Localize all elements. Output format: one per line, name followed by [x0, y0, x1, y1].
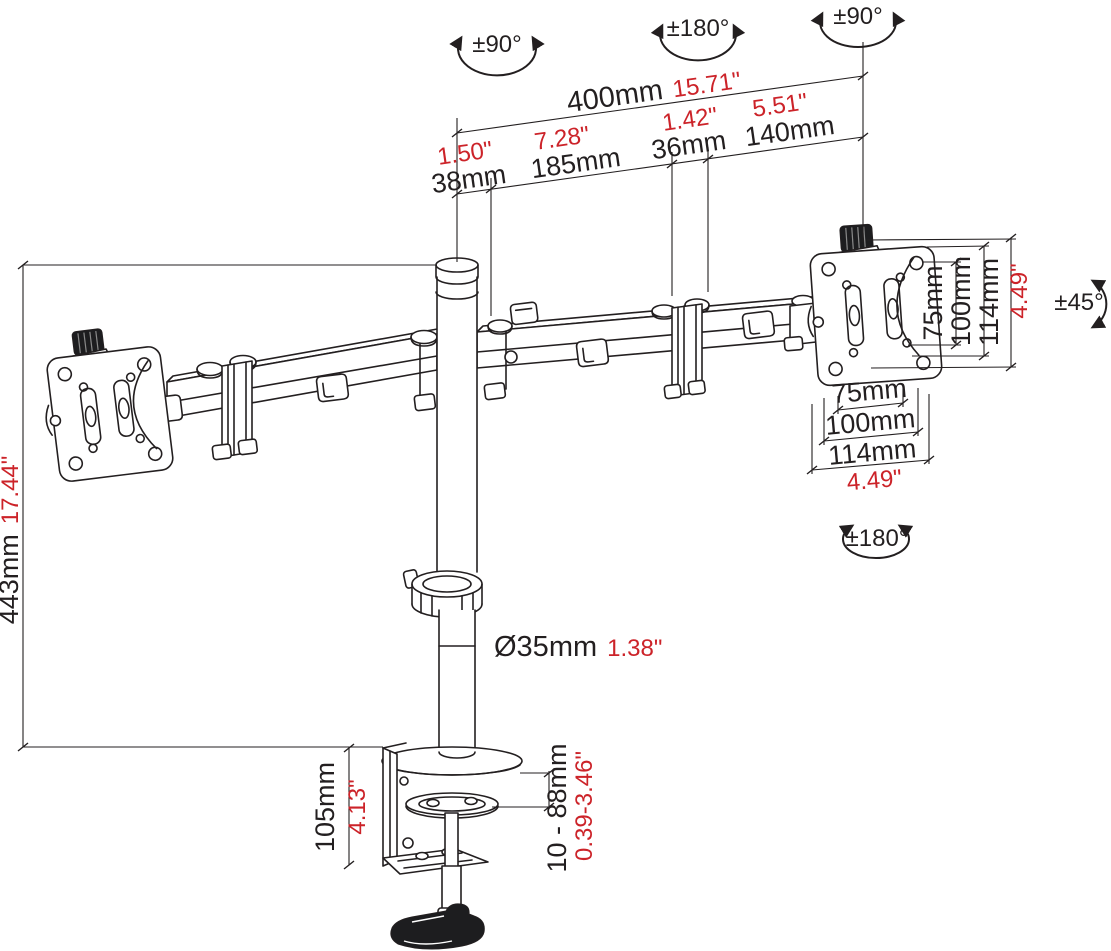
- left-vesa-hinge: [45, 404, 62, 437]
- dim-vesa-h-114: 114mm: [827, 433, 917, 471]
- rotation-arcs: [449, 11, 1108, 559]
- vesa-rotation-label: ±180°: [846, 525, 909, 552]
- end-swivel-label: ±90°: [833, 3, 882, 30]
- dim-pole-height: 443mm 17.44": [0, 456, 24, 625]
- dim-vesa-v-114: 114mm: [974, 258, 1004, 346]
- dim-clamp-height-inch: 4.13": [344, 779, 371, 834]
- dim-arm-total-inch: 15.71": [671, 67, 743, 103]
- dim-vesa-v-100: 100mm: [946, 256, 976, 346]
- pole-bracket: [410, 319, 518, 412]
- right-elbow-joint: [651, 298, 710, 400]
- pole-swivel-label: ±90°: [472, 31, 521, 58]
- dim-clamp-height-mm: 105mm: [310, 762, 340, 852]
- dim-joint-mm: 36mm: [650, 125, 728, 165]
- dim-vesa-v-inch: 4.49": [1006, 263, 1033, 318]
- dim-pole-diameter-inch: 1.38": [607, 635, 662, 662]
- dim-vesa-v-75: 75mm: [918, 265, 948, 340]
- desk-clamp: [381, 742, 523, 950]
- dim-vesa-h-75: 75mm: [831, 373, 908, 409]
- pole-collar: [402, 569, 483, 618]
- end-swivel-arc: [810, 11, 906, 48]
- tilt-label: ±45°: [1054, 289, 1103, 316]
- dim-pole-height-mm: 443mm: [0, 534, 24, 624]
- dim-pole-diameter-mm: Ø35mm: [494, 631, 597, 663]
- arm-swivel-arc: [650, 23, 746, 62]
- dim-pole-diameter: Ø35mm 1.38": [494, 631, 662, 663]
- vesa-rotation-arc: [838, 524, 914, 559]
- right-vesa-hinge: [807, 305, 825, 338]
- pole: [402, 257, 483, 751]
- dimension-lines: [17, 42, 1017, 870]
- right-vesa-plate: [807, 223, 943, 387]
- clamp-knob: [390, 903, 485, 950]
- dim-arm-total-mm: 400mm: [565, 74, 665, 119]
- dim-pole-height-inch: 17.44": [0, 456, 24, 525]
- dim-desk-thickness-mm: 10 - 88mm: [542, 743, 572, 872]
- left-vesa-plate: [45, 328, 174, 482]
- dim-desk-thickness-inch: 0.39-3.46": [571, 751, 598, 861]
- tilt-arc: [1090, 279, 1108, 329]
- arm-assembly: [149, 294, 823, 461]
- clamp-screw: [390, 812, 485, 950]
- dim-vesa-h-inch: 4.49": [846, 465, 903, 497]
- pole-swivel-arc: [449, 35, 545, 77]
- left-elbow-joint: [196, 354, 259, 461]
- arm-swivel-label: ±180°: [667, 15, 730, 42]
